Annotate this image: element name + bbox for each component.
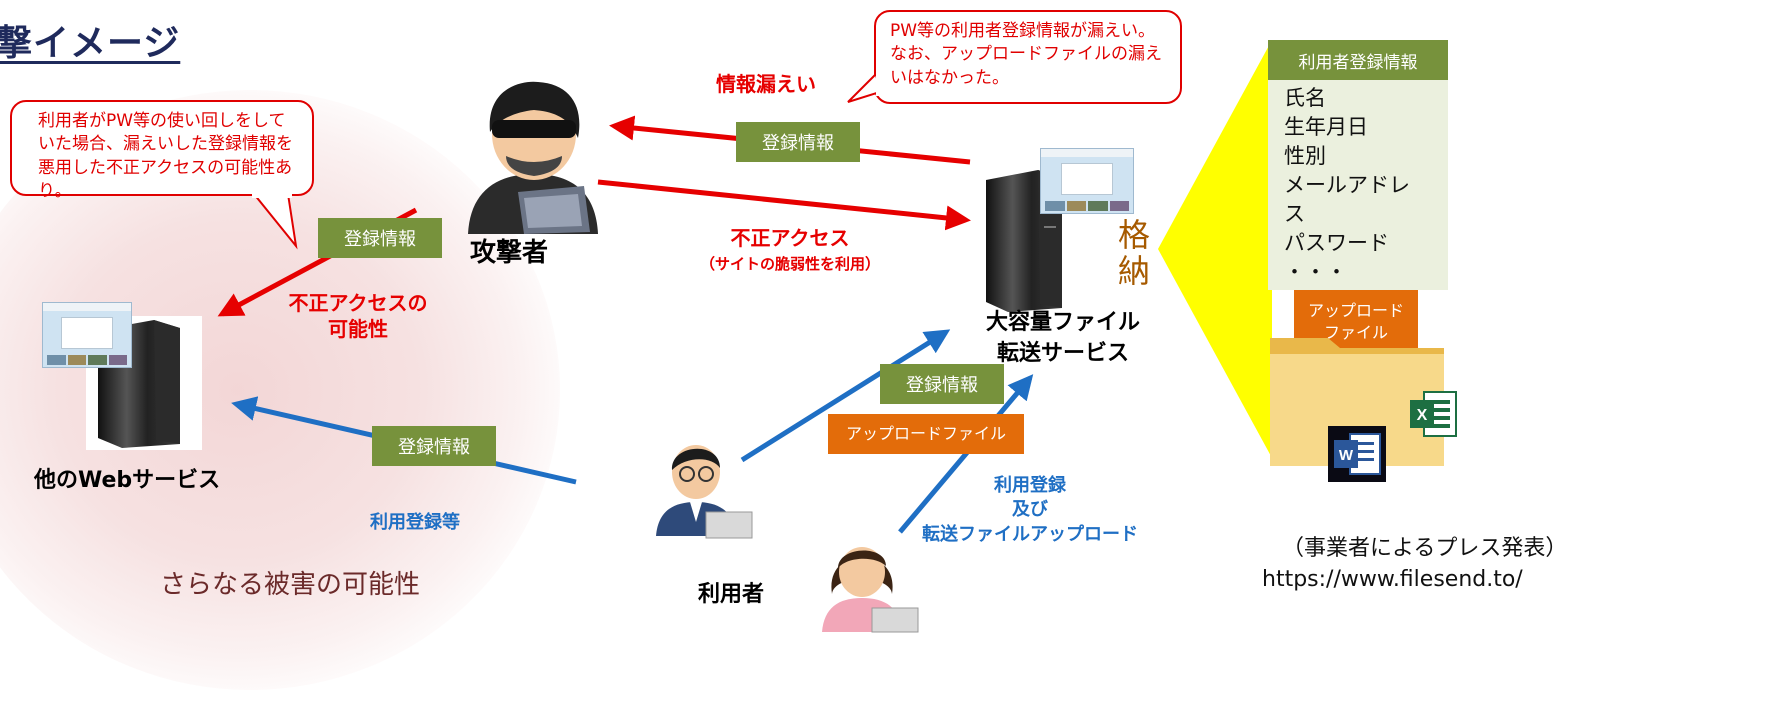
possible-unauthorized-label: 不正アクセスの 可能性 [268, 290, 448, 342]
attacker-label: 攻撃者 [470, 238, 549, 268]
arrow-user-to-service-2 [898, 374, 1034, 534]
arrow-user-to-service-1 [740, 329, 951, 463]
arrow-unauthorized-access [597, 179, 971, 231]
register-upload-line3: 転送ファイルアップロード [922, 523, 1138, 545]
registration-item: メールアドレ [1284, 172, 1410, 197]
registration-item: パスワード [1284, 230, 1389, 255]
leak-callout-text: PW等の利用者登録情報が漏えい。なお、アップロードファイルの漏えいはなかった。 [890, 21, 1162, 88]
website-screenshot-icon [1040, 148, 1134, 214]
storage-label-2: 納 [1118, 251, 1151, 290]
registration-etc-label: 利用登録等 [370, 512, 460, 533]
hacker-icon [468, 81, 598, 234]
registration-info-panel [1268, 40, 1448, 290]
registration-info-list: 氏名 生年月日 性別 メールアドレ ス パスワード ・・・ [1284, 84, 1410, 287]
reuse-callout-text: 利用者がPW等の使い回しをしていた場合、漏えいした登録情報を悪用した不正アクセス… [38, 111, 293, 202]
info-leak-label: 情報漏えい [716, 72, 816, 96]
reuse-callout-tail [251, 192, 298, 250]
registration-item: 氏名 [1284, 86, 1326, 110]
user-label: 利用者 [698, 582, 765, 607]
unauthorized-access-label: 不正アクセス （サイトの脆弱性を利用） [640, 222, 940, 274]
register-upload-line2: 及び [1012, 499, 1048, 521]
reuse-callout: 利用者がPW等の使い回しをしていた場合、漏えいした登録情報を悪用した不正アクセス… [10, 100, 314, 201]
register-upload-line1: 利用登録 [994, 475, 1066, 496]
user-female-icon [822, 547, 919, 633]
registration-item: 生年月日 [1284, 114, 1368, 139]
storage-wedge [1158, 40, 1272, 458]
unauthorized-access-line1: 不正アクセス [730, 226, 850, 250]
file-service-line2: 転送サービス [996, 340, 1129, 366]
registration-info-badge-leak: 登録情報 [736, 122, 860, 162]
folder-icon [1270, 338, 1444, 466]
registration-info-header: 利用者登録情報 [1268, 40, 1448, 80]
upload-file-badge: アップロードファイル [828, 414, 1024, 454]
upload-file-stacked-line1: アップロード [1307, 301, 1404, 321]
file-service-label: 大容量ファイル 転送サービス [978, 308, 1148, 370]
excel-icon: X [1410, 391, 1457, 437]
storage-label-1: 格 [1118, 216, 1151, 254]
possible-unauthorized-line2: 可能性 [328, 317, 388, 341]
source-block: （事業者によるプレス発表） https://www.filesend.to/ [1262, 534, 1567, 596]
leak-callout-tail [847, 72, 886, 103]
unauthorized-access-line2: （サイトの脆弱性を利用） [699, 255, 880, 273]
page-title: 撃イメージ [0, 23, 181, 64]
upload-file-stacked-line2: ファイル [1323, 323, 1388, 342]
file-service-line1: 大容量ファイル [985, 310, 1140, 335]
other-web-label: 他のWebサービス [34, 468, 221, 493]
registration-info-badge-service: 登録情報 [880, 364, 1004, 404]
word-icon: W [1328, 426, 1386, 482]
registration-info-badge-other-web: 登録情報 [372, 426, 496, 466]
register-upload-label: 利用登録 及び 転送ファイルアップロード [910, 474, 1150, 547]
possible-unauthorized-line1: 不正アクセスの [288, 291, 428, 315]
registration-item: 性別 [1284, 143, 1326, 168]
source-url: https://www.filesend.to/ [1262, 566, 1523, 592]
registration-info-badge-attacker: 登録情報 [318, 218, 442, 258]
storage-label: 格 納 [1118, 216, 1151, 290]
registration-item: ス [1284, 201, 1305, 226]
website-screenshot-icon-other [42, 302, 132, 368]
registration-item: ・・・ [1284, 259, 1347, 284]
user-male-icon [656, 445, 753, 539]
source-caption: （事業者によるプレス発表） [1282, 536, 1568, 561]
leak-callout: PW等の利用者登録情報が漏えい。なお、アップロードファイルの漏えいはなかった。 [874, 10, 1182, 104]
svg-text:W: W [1339, 447, 1354, 464]
svg-text:X: X [1417, 407, 1428, 424]
further-damage-label: さらなる被害の可能性 [160, 570, 421, 600]
